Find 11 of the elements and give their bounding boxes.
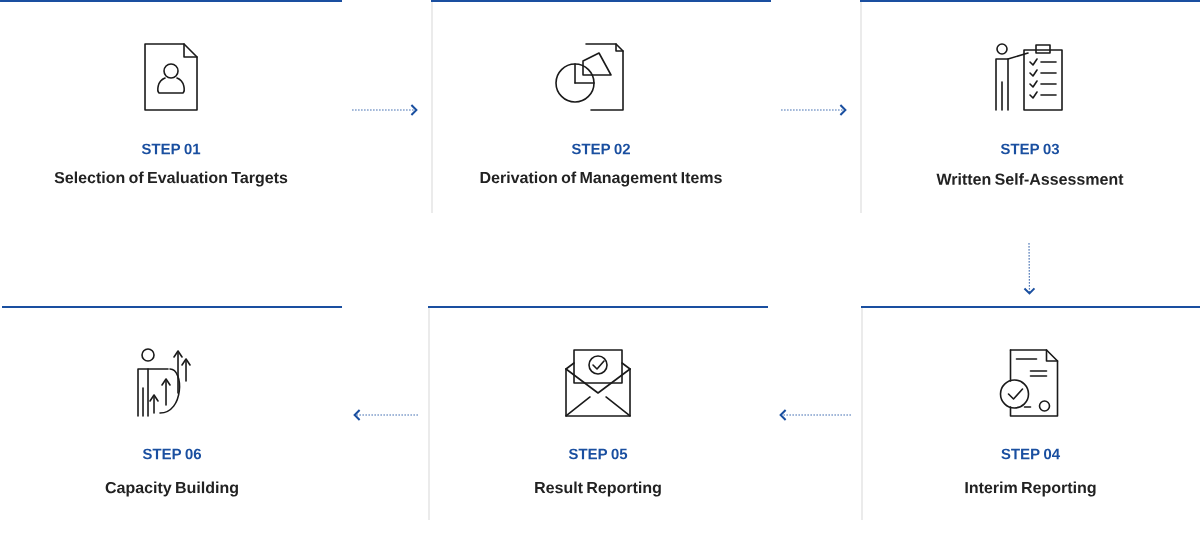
- step-card: STEP 05 Result Reporting: [427, 305, 769, 521]
- step-card: STEP 06 Capacity Building: [1, 306, 343, 497]
- arrow: [779, 409, 852, 421]
- step-card: STEP 03 Written Self-Assessment: [859, 0, 1201, 214]
- arrow: [353, 409, 419, 421]
- step-card: STEP 01 Selection of Evaluation Targets: [0, 0, 343, 187]
- step-card: STEP 04 Interim Reporting: [860, 305, 1201, 521]
- arrow: [780, 104, 847, 116]
- step-card: STEP 02 Derivation of Management Items: [430, 0, 772, 214]
- arrow: [351, 104, 418, 116]
- arrow: [1023, 242, 1036, 295]
